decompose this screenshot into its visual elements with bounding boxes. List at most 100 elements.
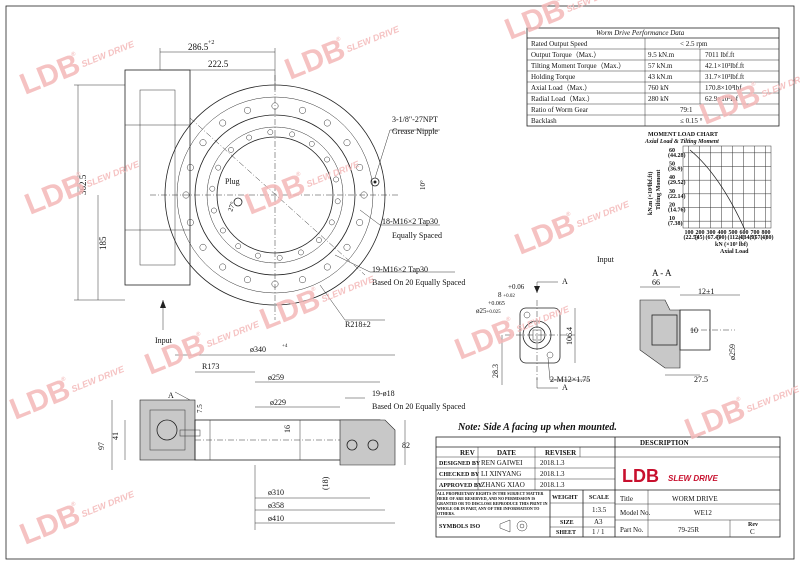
rev-value: C [750, 528, 755, 536]
title-block-logo-tag: SLEW DRIVE [668, 474, 718, 483]
inner-bolt-hole [235, 243, 242, 249]
chart-subtitle: Axial Load & Tilting Moment [644, 139, 719, 145]
sheet-border [5, 5, 795, 560]
chart-plot-area [682, 145, 772, 229]
perf-row-imperial: 62.9×10³lbf [705, 95, 739, 103]
watermark-tagline: SLEW DRIVE [305, 159, 362, 190]
perf-row-label: Rated Output Speed [531, 40, 588, 48]
chart-xlabel: kN (×10³ lbf) [715, 241, 748, 248]
perf-row-label: Tilting Moment Torque（Max.） [531, 62, 625, 70]
designed-by: REN GAIWEI [481, 459, 523, 467]
dim-8-tol-lower: +0.02 [503, 294, 515, 299]
dim-362-5: 362.5 [78, 174, 88, 195]
watermark-registered: ® [75, 170, 82, 178]
watermark-registered: ® [295, 170, 302, 178]
dim-28-3: 28.3 [491, 364, 500, 378]
dim-18: (18) [321, 476, 330, 490]
chart-xtick: 200 [696, 230, 705, 236]
dim-66: 66 [652, 278, 660, 287]
inner-bolt-hole [328, 219, 335, 226]
perf-row-imperial: 42.1×10³lbf.ft [705, 62, 744, 70]
designed-by-label: DESIGNED BY [439, 461, 481, 467]
outer-bolt-hole [343, 139, 351, 147]
symbols-label: SYMBOLS ISO [439, 524, 481, 530]
reviser-header: REVISER [545, 449, 577, 457]
chart-title: MOMENT LOAD CHART [648, 132, 718, 138]
dim-d229: ø229 [270, 398, 286, 407]
watermark-tagline: SLEW DRIVE [565, 0, 622, 14]
outer-bolt-hole [219, 263, 227, 271]
chart-xtick-imperial: (45) [695, 234, 705, 241]
watermark-registered: ® [735, 395, 742, 403]
section-view: ø340 +4 R173 ø259 ø229 19-ø18 Based On 2… [97, 344, 465, 530]
chart-xlabel2: Axial Load [720, 249, 749, 255]
outer-bolt-hole [323, 263, 331, 271]
perf-row-metric: 280 kN [648, 95, 669, 103]
perf-row-imperial: 31.7×10³lbf.ft [705, 73, 744, 81]
dim-106-4: 106.4 [565, 327, 574, 345]
dim-82: 82 [402, 441, 410, 450]
holes-18-spaced: Equally Spaced [392, 231, 442, 240]
chart-ylabel: kN.m (×10³lbf.ft) [647, 172, 654, 215]
holes-19-label: 19-M16×2 Tap30 [372, 265, 428, 274]
perf-row-metric: 43 kN.m [648, 73, 673, 81]
part-label: Part No. [620, 526, 644, 534]
chart-xtick-imperial: (180) [761, 234, 774, 241]
dim-41: 41 [111, 432, 120, 440]
watermark-tagline: SLEW DRIVE [85, 159, 142, 190]
sheet-value: 1 / 1 [592, 528, 605, 536]
detail-a-bottom: A [562, 383, 568, 392]
chart-ytick-imperial: (14.76) [668, 207, 686, 214]
dim-10: 10 [690, 326, 698, 335]
title-block-logo: LDB [622, 466, 659, 486]
checked-date: 2018.1.3 [540, 470, 565, 478]
chart-ytick: 50 [669, 162, 675, 168]
aa-hatch [639, 299, 681, 369]
dim-185: 185 [98, 236, 108, 250]
plug-label: Plug [225, 177, 240, 186]
outer-bolt-hole [219, 119, 227, 127]
dim-d25-tol-lower: +0.025 [487, 310, 502, 315]
detail-input-label: Input [597, 255, 615, 264]
dim-d259-aa: ø259 [728, 344, 737, 360]
perf-row-label: Holding Torque [531, 73, 575, 81]
inner-bolt-hole [211, 207, 217, 214]
inner-bolt-hole [276, 254, 283, 261]
dim-d259: ø259 [268, 373, 284, 382]
watermark-registered: ® [750, 80, 757, 88]
perf-row-metric: 57 kN.m [648, 62, 673, 70]
moment-load-chart: MOMENT LOAD CHART Axial Load & Tilting M… [644, 132, 774, 255]
inner-bolt-hole [255, 252, 261, 259]
worm-housing [124, 69, 191, 286]
outer-bolt-hole [182, 191, 190, 199]
chart-xtick: 300 [707, 230, 716, 236]
dim-d25-tol-upper: +0.065 [488, 301, 505, 307]
watermark-registered: ® [310, 285, 317, 293]
dim-d25-line: ø25+0.025 [476, 307, 501, 315]
inner-bolt-hole [316, 237, 322, 243]
rev-label: Rev [748, 522, 758, 528]
perf-row-imperial: ≤ 0.15 ° [680, 117, 703, 125]
title-label: Title [620, 495, 633, 503]
chart-xtick-imperial: (112.4) [728, 234, 745, 241]
watermark-registered: ® [565, 210, 572, 218]
holes-19-d18: 19-ø18 [372, 389, 395, 398]
dim-8-tol-upper: +0.06 [508, 283, 525, 291]
npt-label: 3-1/8"-27NPT [392, 115, 438, 124]
chart-ytick-imperial: (44.28) [668, 152, 686, 159]
rights-notice: ALL PROPRIETARY RIGHTS IN THE SUBJECT MA… [437, 491, 548, 516]
dim-16: 16 [283, 425, 292, 433]
inner-bolt-hole [246, 134, 252, 141]
outer-bolt-hole [271, 280, 279, 288]
outer-bolt-hole [271, 102, 279, 110]
watermark-registered: ® [70, 500, 77, 508]
dim-d410: ø410 [268, 514, 284, 523]
inner-bolt-hole [333, 176, 339, 183]
chart-xtick: 100 [685, 230, 694, 236]
watermark-registered: ® [60, 375, 67, 383]
part-value: 79-25R [678, 526, 699, 534]
chart-ytick: 30 [669, 189, 675, 195]
